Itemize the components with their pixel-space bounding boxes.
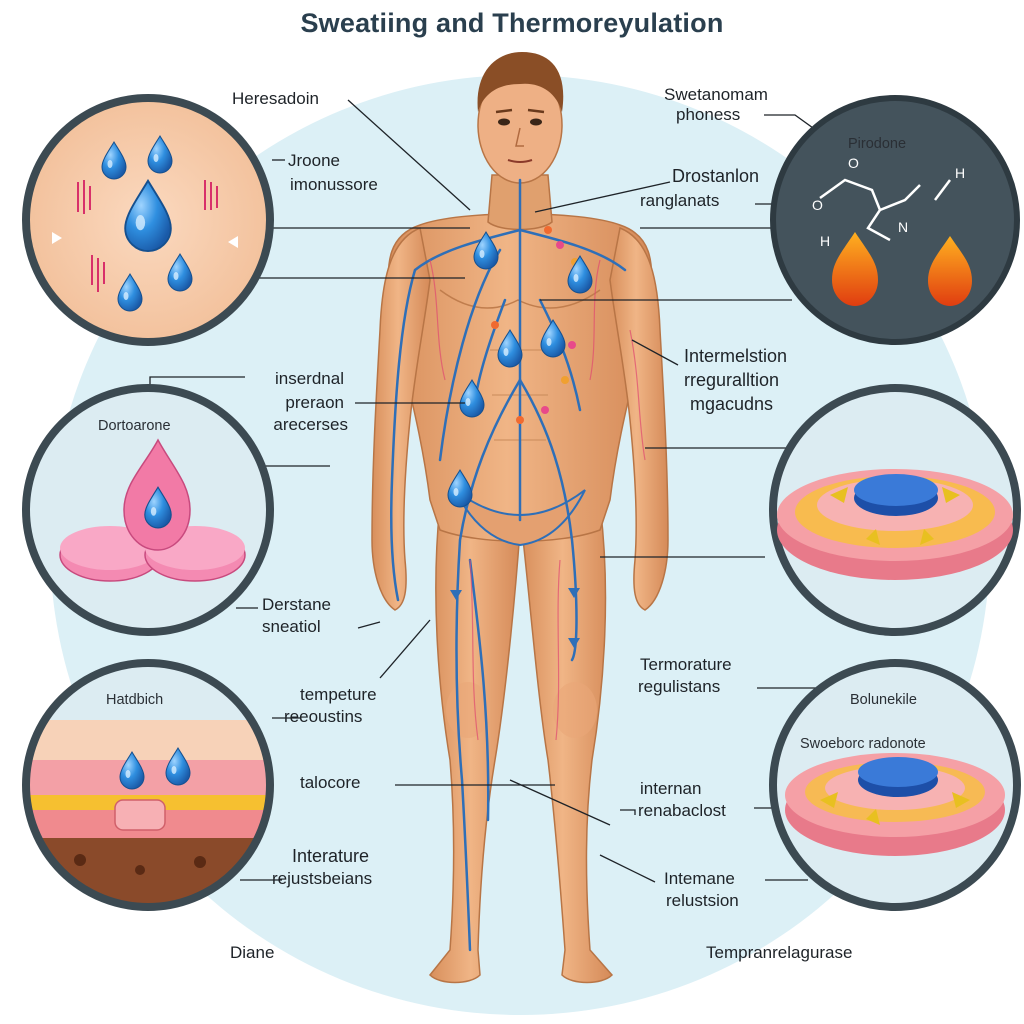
pill-icon bbox=[854, 474, 938, 516]
svg-text:H: H bbox=[820, 233, 830, 249]
label-mgacudns: mgacudns bbox=[690, 394, 774, 414]
disc-pill-bottom-circle bbox=[769, 659, 1021, 911]
label-relustion: relustsion bbox=[666, 891, 739, 910]
flow-arrows bbox=[450, 588, 580, 648]
page-title: Sweatiing and Thermoreyulation bbox=[300, 8, 724, 38]
svg-text:O: O bbox=[812, 197, 823, 213]
label-jroone: Jroone bbox=[288, 151, 340, 170]
label-inserdnal: inserdnal bbox=[275, 369, 344, 388]
label-heresadoin: Heresadoin bbox=[232, 89, 319, 108]
arrow-icon bbox=[830, 487, 960, 545]
label-talocore: talocore bbox=[300, 773, 361, 792]
svg-text:O: O bbox=[848, 155, 859, 171]
label-drostanlon: Drostanlon bbox=[672, 166, 760, 186]
caption-molecule: Pirodone bbox=[848, 136, 907, 152]
label-intemane: Intemane bbox=[664, 869, 735, 888]
label-termorature: Termorature bbox=[640, 655, 732, 674]
label-internan: internan bbox=[640, 779, 702, 798]
label-ranglanats: ranglanats bbox=[640, 191, 720, 210]
pill-icon bbox=[858, 757, 938, 797]
molecule-circle: O O N H H bbox=[770, 95, 1020, 345]
label-phoness: phoness bbox=[676, 105, 741, 124]
label-preraon: preraon bbox=[285, 393, 344, 412]
pills-circle bbox=[22, 384, 274, 636]
label-regulistans: regulistans bbox=[638, 677, 721, 696]
label-reeoustins: reeoustins bbox=[284, 707, 363, 726]
label-renabaclost: renabaclost bbox=[638, 801, 726, 820]
disc-pill-circle bbox=[769, 384, 1021, 636]
label-imonussore: imonussore bbox=[290, 175, 378, 194]
skin-sweat-circle bbox=[22, 94, 274, 346]
label-rreguralltion: rreguralltion bbox=[684, 370, 780, 390]
caption-disc-bottom-sub: Swoeborc radonote bbox=[800, 736, 926, 752]
label-swetanomam: Swetanomam bbox=[664, 85, 768, 104]
label-derstane: Derstane bbox=[262, 595, 331, 614]
capillaries bbox=[429, 259, 646, 741]
svg-text:H: H bbox=[955, 165, 965, 181]
caption-skin: Hatdbich bbox=[106, 692, 164, 708]
flame-icon bbox=[928, 236, 972, 306]
caption-pills: Dortoarone bbox=[98, 418, 171, 434]
label-tempeture: tempeture bbox=[300, 685, 377, 704]
label-rejustsbeians: rejustsbeians bbox=[272, 869, 373, 888]
flame-icon bbox=[832, 232, 878, 306]
arrow-icon bbox=[820, 792, 970, 825]
molecule-icon bbox=[819, 178, 951, 242]
label-arecerses: arecerses bbox=[273, 415, 348, 434]
caption-disc-bottom: Bolunekile bbox=[850, 692, 917, 708]
label-interature: Interature bbox=[292, 846, 370, 866]
svg-text:N: N bbox=[898, 219, 908, 235]
label-intermelstion: Intermelstion bbox=[684, 346, 788, 366]
label-diane: Diane bbox=[230, 943, 275, 962]
label-tempranre: Tempranrelagurase bbox=[706, 943, 853, 962]
label-sneatiol: sneatiol bbox=[262, 617, 321, 636]
